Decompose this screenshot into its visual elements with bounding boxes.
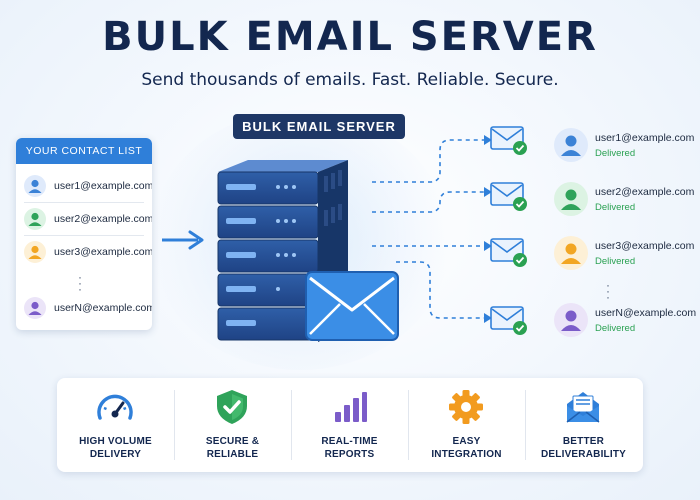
- contact-list-card: YOUR CONTACT LIST user1@example.com user…: [16, 138, 152, 330]
- more-recipients-dots: ···: [606, 278, 610, 304]
- recipient-email: userN@example.com: [595, 307, 697, 319]
- recipient-email: user1@example.com: [595, 132, 695, 144]
- envelope-delivered-icon: [490, 126, 527, 155]
- recipient-email: user3@example.com: [595, 240, 695, 252]
- user-avatar-icon: [554, 128, 588, 162]
- divider: [24, 202, 144, 203]
- envelope-delivered-icon: [490, 182, 527, 211]
- recipient-item: user2@example.com Delivered: [554, 182, 694, 218]
- page-subtitle: Send thousands of emails. Fast. Reliable…: [141, 70, 559, 90]
- server-label: BULK EMAIL SERVER: [233, 114, 405, 139]
- contact-item: user2@example.com: [16, 203, 152, 235]
- recipient-item: user1@example.com Delivered: [554, 128, 694, 164]
- speedometer-icon: [97, 394, 133, 420]
- user-avatar-icon: [554, 303, 588, 337]
- envelope-delivered-icon: [490, 306, 527, 335]
- delivery-status: Delivered: [595, 323, 636, 334]
- delivery-status: Delivered: [595, 256, 636, 267]
- recipient-item: userN@example.com Delivered: [554, 303, 697, 339]
- divider: [174, 390, 175, 460]
- contact-email: user2@example.com: [54, 213, 152, 225]
- user-avatar-icon: [24, 208, 46, 230]
- user-avatar-icon: [554, 182, 588, 216]
- contact-item: user3@example.com: [16, 236, 152, 268]
- delivery-status: Delivered: [595, 202, 636, 213]
- feature-label: SECURE &RELIABLE: [205, 436, 260, 460]
- envelope-delivered-icon: [490, 238, 527, 267]
- user-avatar-icon: [24, 175, 46, 197]
- contact-email: user1@example.com: [54, 180, 152, 192]
- user-avatar-icon: [24, 297, 46, 319]
- recipient-item: user3@example.com Delivered: [554, 236, 694, 272]
- delivery-status: Delivered: [595, 148, 636, 159]
- contact-email: user3@example.com: [54, 246, 152, 258]
- contact-item: user1@example.com: [16, 170, 152, 202]
- feature-secure: SECURE &RELIABLE: [174, 378, 291, 472]
- page-title: BULK EMAIL SERVER: [102, 14, 598, 60]
- contact-email: userN@example.com: [54, 302, 152, 314]
- arrow-right-icon: [162, 230, 204, 250]
- user-avatar-icon: [554, 236, 588, 270]
- contact-item: userN@example.com: [16, 292, 152, 324]
- recipient-email: user2@example.com: [595, 186, 695, 198]
- divider: [525, 390, 526, 460]
- gear-icon: [449, 390, 483, 424]
- divider: [408, 390, 409, 460]
- divider: [24, 235, 144, 236]
- shield-check-icon: [217, 390, 247, 424]
- contact-list-title: YOUR CONTACT LIST: [16, 138, 152, 164]
- open-envelope-icon: [566, 392, 600, 423]
- envelope-icon: [305, 271, 399, 341]
- bar-chart-icon: [335, 392, 367, 422]
- divider: [291, 390, 292, 460]
- user-avatar-icon: [24, 241, 46, 263]
- more-contacts-dots: ···: [78, 270, 82, 296]
